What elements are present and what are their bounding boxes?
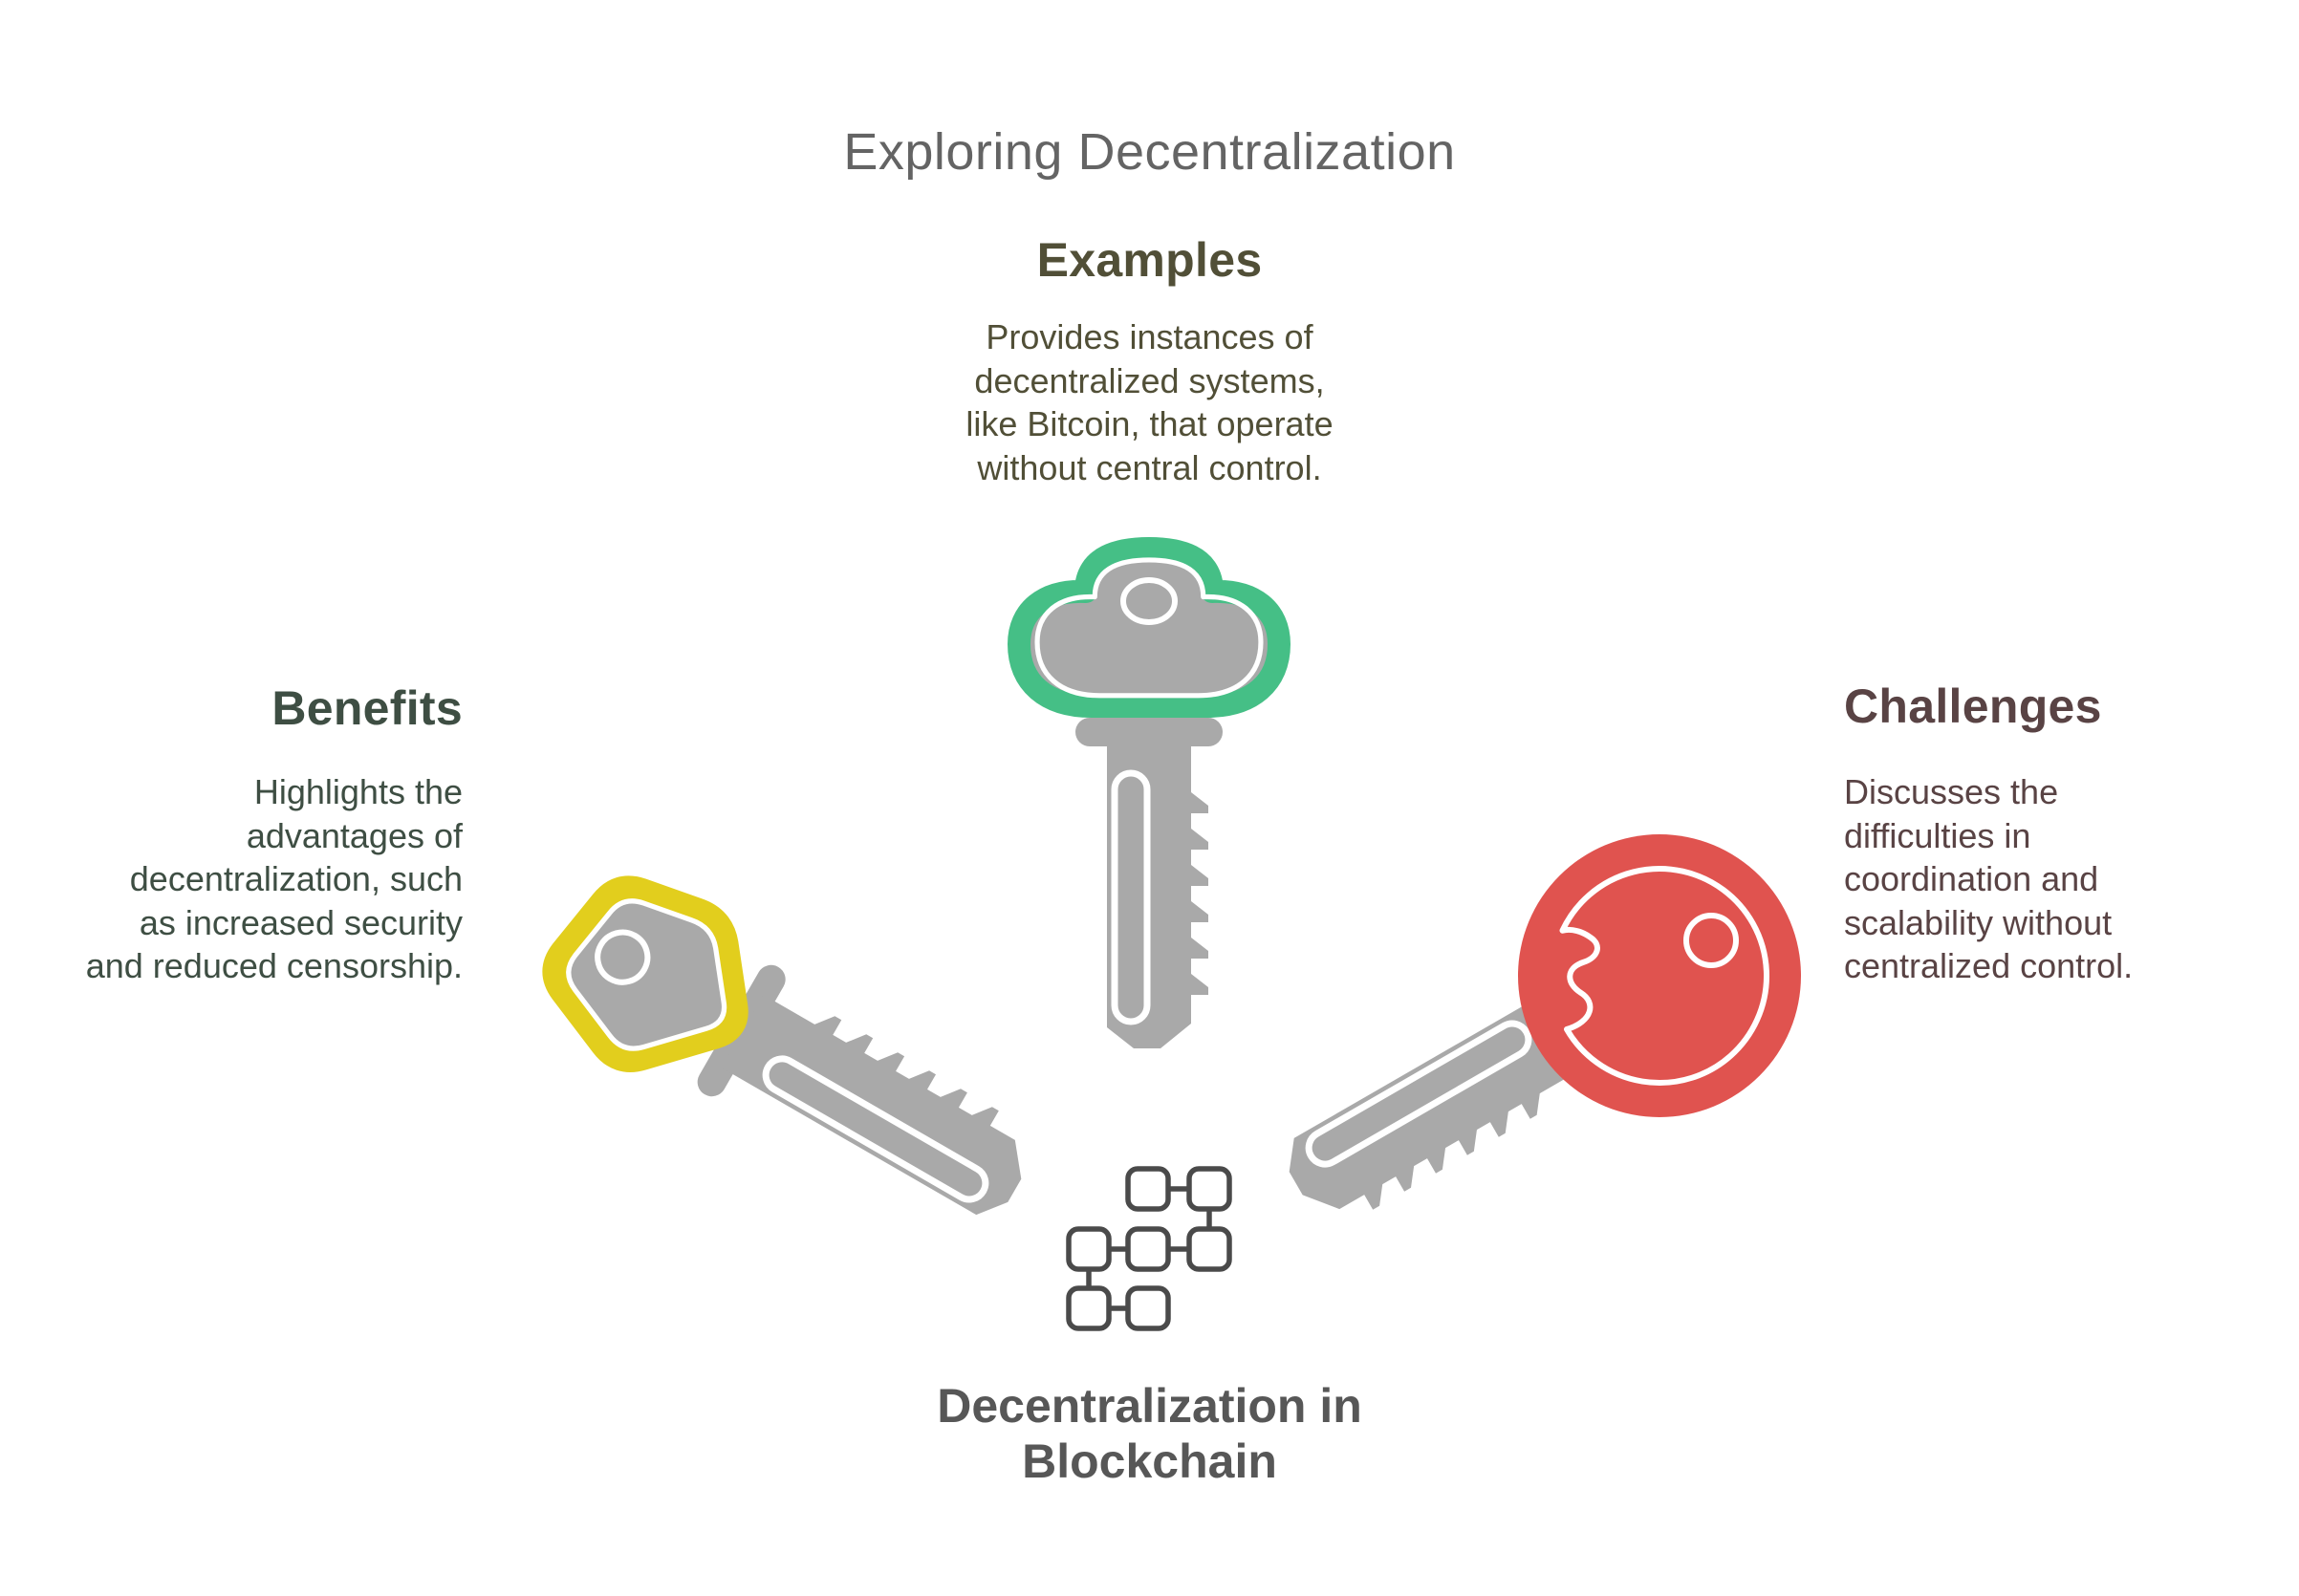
examples-heading: Examples bbox=[1036, 233, 1263, 287]
red-round-key-icon bbox=[1260, 834, 1801, 1249]
benefits-line: Highlights the bbox=[253, 772, 463, 811]
examples-line: like Bitcoin, that operate bbox=[965, 404, 1334, 443]
center-label-line: Decentralization in bbox=[937, 1379, 1362, 1433]
challenges-line: Discusses the bbox=[1844, 772, 2059, 811]
benefits-heading: Benefits bbox=[271, 681, 463, 735]
challenges-line: scalability without bbox=[1844, 902, 2113, 942]
challenges-line: coordination and bbox=[1844, 859, 2099, 898]
benefits-line: and reduced censorship. bbox=[85, 946, 463, 985]
examples-line: without central control. bbox=[977, 447, 1322, 487]
examples-line: decentralized systems, bbox=[974, 360, 1325, 400]
diagram-title: Exploring Decentralization bbox=[843, 123, 1456, 181]
challenges-heading: Challenges bbox=[1844, 679, 2102, 733]
center-label-line: Blockchain bbox=[1022, 1434, 1277, 1488]
benefits-line: advantages of bbox=[246, 815, 463, 855]
blockchain-icon bbox=[1066, 1166, 1232, 1331]
examples-line: Provides instances of bbox=[986, 317, 1313, 356]
green-cloud-key-icon bbox=[1019, 549, 1279, 1048]
benefits-line: decentralization, such bbox=[129, 859, 463, 898]
benefits-description: Highlights the advantages of decentraliz… bbox=[86, 770, 463, 988]
center-label: Decentralization in Blockchain bbox=[0, 1378, 2299, 1489]
benefits-line: as increased security bbox=[139, 902, 463, 942]
challenges-description: Discusses the difficulties in coordinati… bbox=[1844, 770, 2133, 988]
examples-description: Provides instances of decentralized syst… bbox=[0, 315, 2299, 489]
yellow-pentagon-key-icon bbox=[531, 861, 1052, 1253]
challenges-line: centralized control. bbox=[1844, 946, 2134, 985]
challenges-line: difficulties in bbox=[1844, 815, 2031, 855]
